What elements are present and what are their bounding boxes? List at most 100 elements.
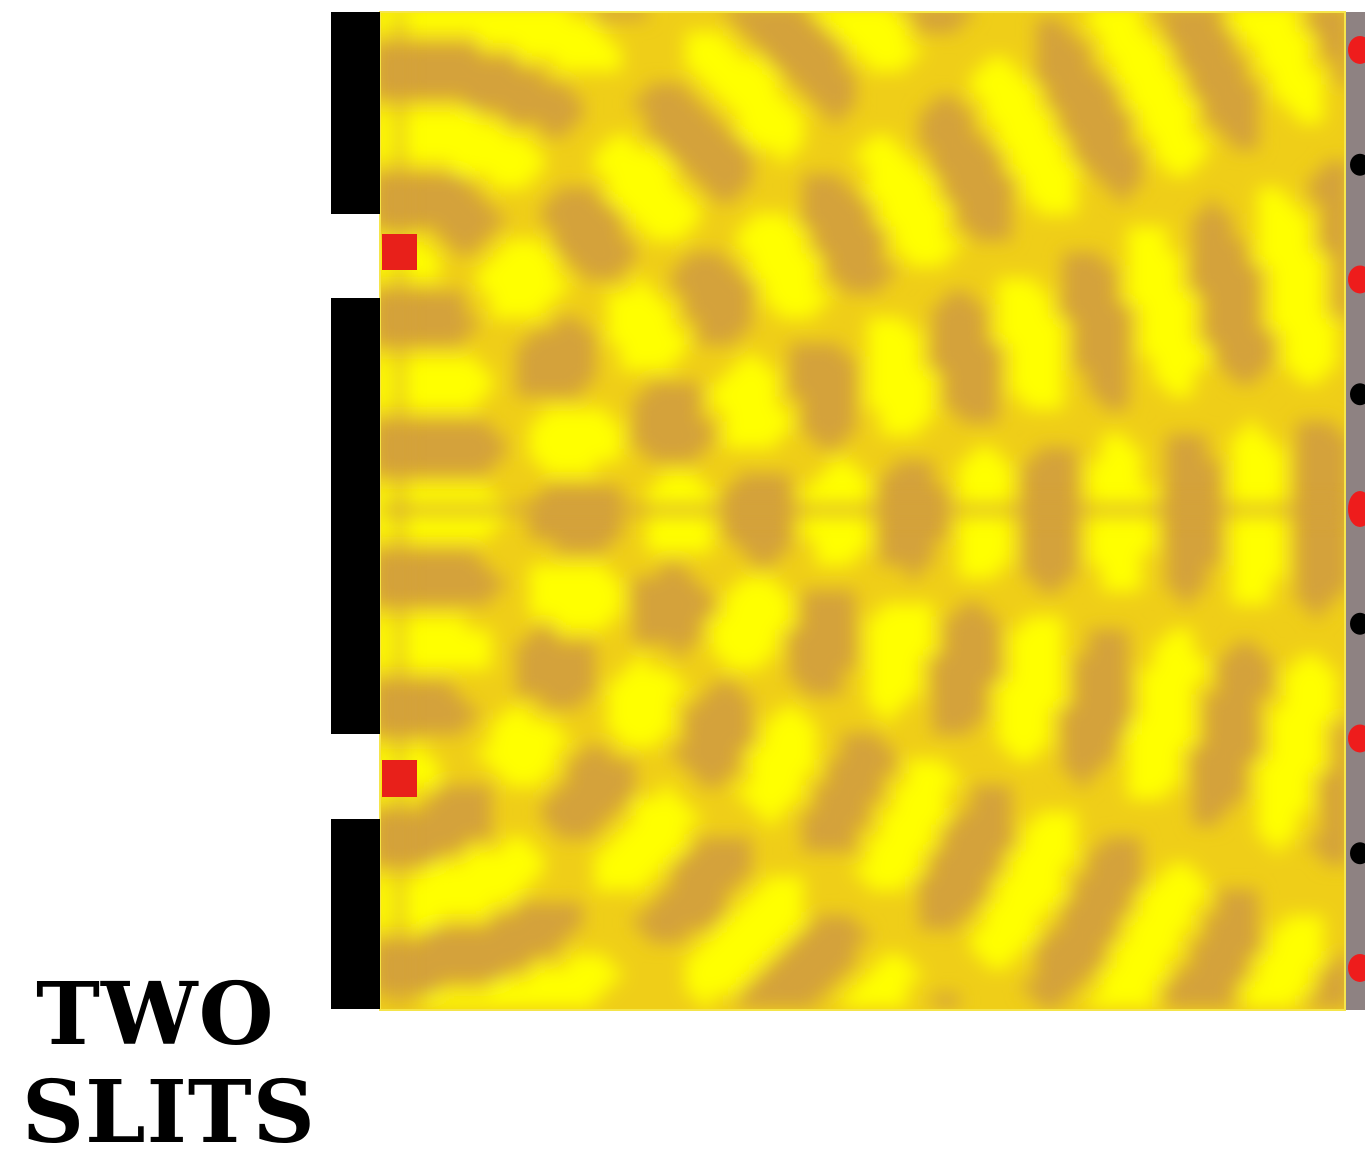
wave-cell <box>1296 798 1311 813</box>
wave-cell <box>828 629 843 644</box>
wave-cell <box>503 759 518 774</box>
wave-cell <box>971 226 986 241</box>
wave-cell <box>633 434 648 449</box>
wave-cell <box>1322 967 1337 982</box>
wave-cell <box>685 850 700 865</box>
wave-cell <box>841 200 856 215</box>
wave-cell <box>1127 57 1142 72</box>
wave-cell <box>503 915 518 930</box>
wave-cell <box>633 824 648 839</box>
wave-cell <box>971 460 986 475</box>
wave-cell <box>542 486 557 501</box>
wave-cell <box>1010 369 1025 384</box>
wave-cell <box>412 902 427 917</box>
wave-cell <box>490 174 505 189</box>
wave-cell <box>1179 382 1194 397</box>
wave-cell <box>1322 200 1337 215</box>
wave-cell <box>633 148 648 163</box>
wave-cell <box>1296 57 1311 72</box>
wave-cell <box>1023 161 1038 176</box>
wave-cell <box>685 980 700 995</box>
wave-cell <box>724 525 739 540</box>
wave-cell <box>880 993 895 1008</box>
wave-cell <box>1192 785 1207 800</box>
wave-cell <box>737 395 752 410</box>
wave-cell <box>1153 915 1168 930</box>
wave-cell <box>1244 538 1259 553</box>
wave-cell <box>1283 70 1298 85</box>
wave-cell <box>490 928 505 943</box>
wave-cell <box>555 18 570 33</box>
wave-cell <box>1127 447 1142 462</box>
wave-cell <box>1179 109 1194 124</box>
wave-cell <box>1192 486 1207 501</box>
wave-cell <box>1101 577 1116 592</box>
wave-cell <box>737 304 752 319</box>
wave-cell <box>906 187 921 202</box>
wave-cell <box>893 356 908 371</box>
wave-cell <box>802 278 817 293</box>
wave-cell <box>867 226 882 241</box>
wave-cell <box>1205 31 1220 46</box>
wave-cell <box>828 109 843 124</box>
wave-cell <box>1296 434 1311 449</box>
wave-cell <box>802 590 817 605</box>
wave-cell <box>1296 720 1311 735</box>
wave-cell <box>516 265 531 280</box>
wave-cell <box>1062 278 1077 293</box>
wave-cell <box>698 915 713 930</box>
wave-cell <box>425 798 440 813</box>
wave-cell <box>542 798 557 813</box>
wave-cell <box>412 746 427 761</box>
wave-cell <box>685 486 700 501</box>
wave-cell <box>893 395 908 410</box>
wave-cell <box>568 954 583 969</box>
wave-cell <box>724 291 739 306</box>
wave-cell <box>815 12 830 20</box>
wave-cell <box>425 135 440 150</box>
wave-cell <box>958 382 973 397</box>
wave-cell <box>802 83 817 98</box>
wave-cell <box>451 135 466 150</box>
wave-cell <box>542 408 557 423</box>
wave-cell <box>1166 889 1181 904</box>
wave-cell <box>464 213 479 228</box>
wave-cell <box>1153 343 1168 358</box>
wave-cell <box>737 538 752 553</box>
wave-cell <box>516 18 531 33</box>
wave-cell <box>1283 720 1298 735</box>
wave-cell <box>1179 96 1194 111</box>
wave-cell <box>1049 811 1064 826</box>
wave-cell <box>737 317 752 332</box>
wave-cell <box>633 720 648 735</box>
wave-cell <box>581 525 596 540</box>
wave-cell <box>1296 564 1311 579</box>
wave-cell <box>1127 291 1142 306</box>
wave-cell <box>1179 12 1194 20</box>
wave-cell <box>1166 12 1181 20</box>
wave-cell <box>1023 681 1038 696</box>
wave-cell <box>451 187 466 202</box>
wave-cell <box>581 642 596 657</box>
wave-cell <box>412 187 427 202</box>
detector-mark-dark <box>1350 153 1365 176</box>
wave-cell <box>1023 486 1038 501</box>
wave-cell <box>1309 70 1324 85</box>
wave-cell <box>1023 824 1038 839</box>
detector-mark-bright <box>1348 36 1365 64</box>
wave-cell <box>1101 330 1116 345</box>
wave-cell <box>1049 525 1064 540</box>
wave-cell <box>1062 96 1077 111</box>
wave-cell <box>1049 577 1064 592</box>
wave-cell <box>1153 57 1168 72</box>
wave-cell <box>1192 577 1207 592</box>
wave-cell <box>737 590 752 605</box>
wave-cell <box>425 772 440 787</box>
wave-cell <box>1335 759 1345 774</box>
wave-cell <box>438 421 453 436</box>
wave-cell <box>438 798 453 813</box>
wave-cell <box>1335 187 1345 202</box>
wave-cell <box>971 629 986 644</box>
wave-cell <box>1218 213 1233 228</box>
wave-cell <box>1192 57 1207 72</box>
